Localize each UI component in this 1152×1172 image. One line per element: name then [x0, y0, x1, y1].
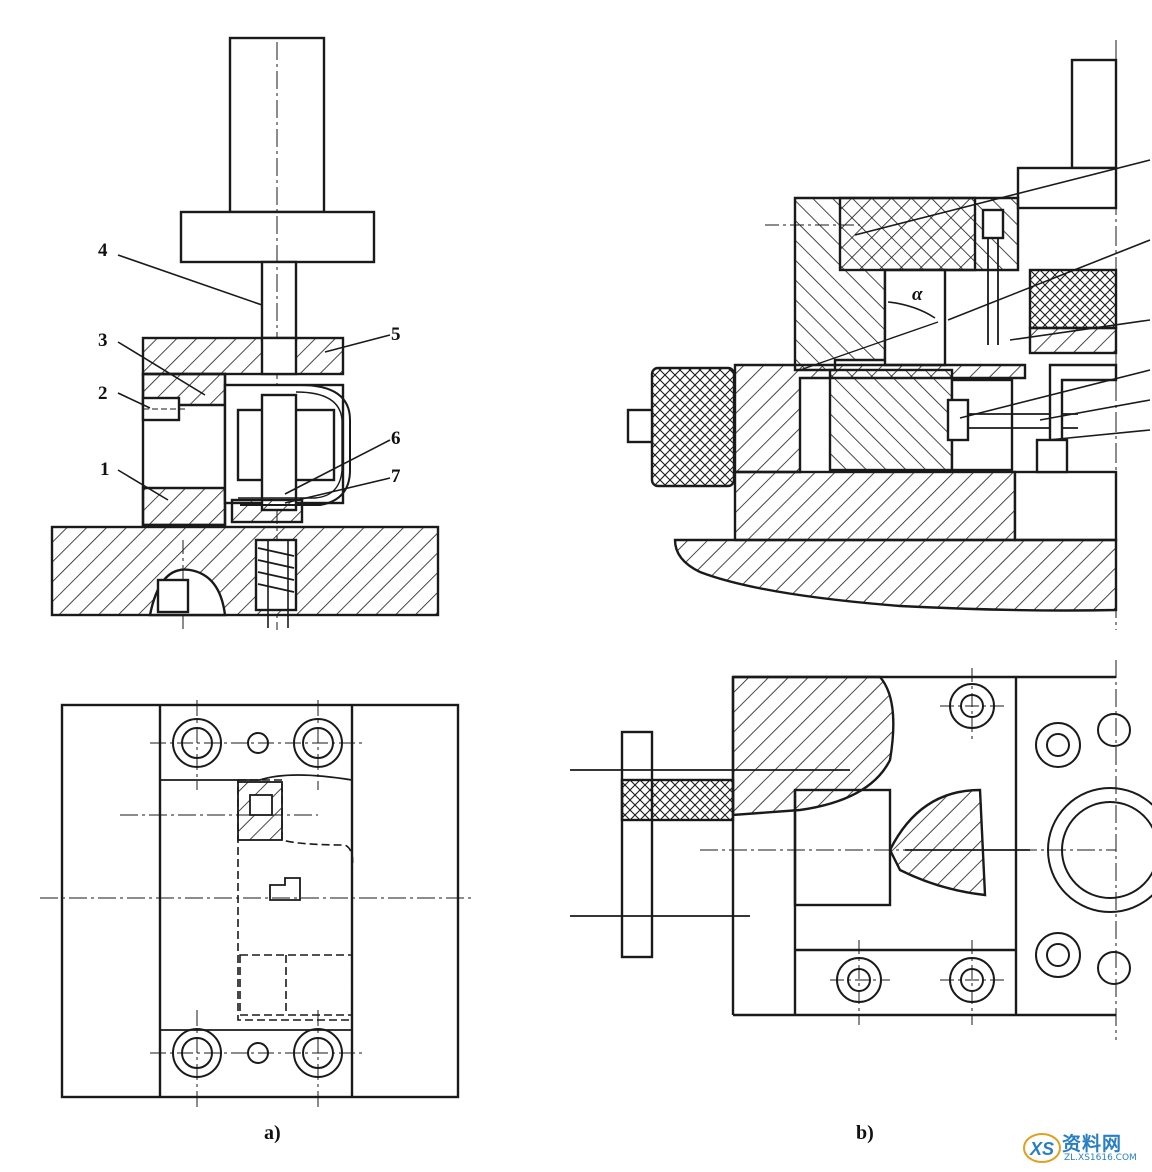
xs-logo-icon: XS — [1023, 1133, 1061, 1163]
watermark-text: 资料网 — [1062, 1133, 1123, 1155]
caption-a: a) — [264, 1122, 281, 1144]
label-7: 7 — [391, 466, 401, 487]
caption-b: b) — [856, 1122, 874, 1144]
label-5: 5 — [391, 324, 401, 345]
top-plate-5 — [141, 336, 345, 376]
watermark-url: ZL.XS1616.COM — [1064, 1153, 1137, 1163]
view-a-section — [50, 36, 440, 630]
view-b-section — [626, 40, 1151, 630]
view-a-plan — [40, 700, 475, 1110]
part-labels-view-a: 4 3 2 1 5 6 7 — [98, 240, 401, 487]
label-4: 4 — [98, 240, 108, 261]
punch-stem — [260, 260, 298, 342]
label-6: 6 — [391, 428, 401, 449]
label-2: 2 — [98, 383, 108, 404]
alpha-label: α — [912, 284, 923, 305]
base-plate — [50, 525, 440, 617]
label-3: 3 — [98, 330, 108, 351]
label-1: 1 — [100, 459, 110, 480]
svg-text:XS: XS — [1029, 1139, 1054, 1159]
view-b-plan — [570, 660, 1152, 1040]
